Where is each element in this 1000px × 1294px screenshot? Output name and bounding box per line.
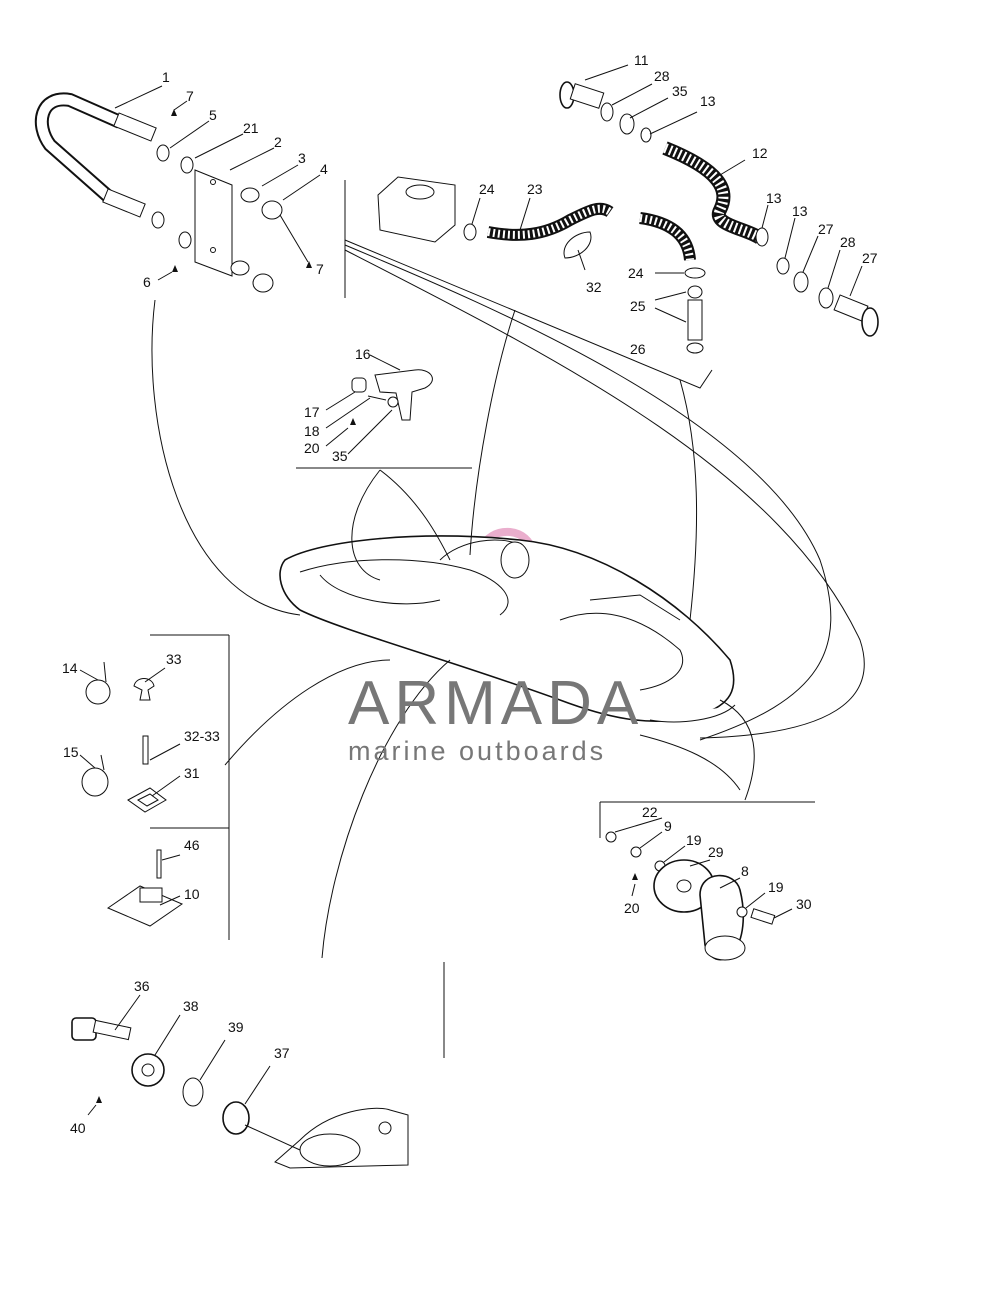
assembly-guide-lines (151, 244, 865, 959)
callout-38: 38 (183, 998, 199, 1014)
callout-10: 10 (184, 886, 200, 902)
callout-18: 18 (304, 423, 320, 439)
callout-7b: 7 (316, 261, 324, 277)
callout-17: 17 (304, 404, 320, 420)
callout-13: 13 (700, 93, 716, 109)
callout-24: 24 (479, 181, 495, 197)
callout-40: 40 (70, 1120, 86, 1136)
callout-26: 26 (630, 341, 646, 357)
callout-39: 39 (228, 1019, 244, 1035)
watermark-tagline: marine outboards (348, 736, 607, 766)
callout-1: 1 (162, 69, 170, 85)
callout-labels: 1 7 5 21 2 3 4 6 7 11 28 35 13 12 13 13 … (62, 52, 878, 1136)
callout-19: 19 (686, 832, 702, 848)
callout-28b: 28 (840, 234, 856, 250)
callout-14: 14 (62, 660, 78, 676)
callout-29: 29 (708, 844, 724, 860)
callout-22: 22 (642, 804, 658, 820)
callout-5: 5 (209, 107, 217, 123)
callout-46: 46 (184, 837, 200, 853)
callout-37: 37 (274, 1045, 290, 1061)
callout-28: 28 (654, 68, 670, 84)
callout-32-33: 32-33 (184, 728, 220, 744)
callout-23: 23 (527, 181, 543, 197)
callout-27: 27 (818, 221, 834, 237)
callout-30: 30 (796, 896, 812, 912)
callout-27b: 27 (862, 250, 878, 266)
drain-plug-assembly (599, 801, 815, 961)
hull-body (279, 535, 736, 723)
callout-35: 35 (672, 83, 688, 99)
callout-4: 4 (320, 161, 328, 177)
bolt-sprocket-assembly (71, 962, 445, 1169)
callout-19b: 19 (768, 879, 784, 895)
callout-9: 9 (664, 818, 672, 834)
callout-25: 25 (630, 298, 646, 314)
callout-36: 36 (134, 978, 150, 994)
leader-lines-top-right (471, 64, 863, 323)
callout-33: 33 (166, 651, 182, 667)
leader-lines-top-left (114, 85, 321, 281)
callout-16: 16 (355, 346, 371, 362)
callout-13b: 13 (766, 190, 782, 206)
callout-8: 8 (741, 863, 749, 879)
callout-21: 21 (243, 120, 259, 136)
callout-7: 7 (186, 88, 194, 104)
callout-24b: 24 (628, 265, 644, 281)
callout-12: 12 (752, 145, 768, 161)
callout-31: 31 (184, 765, 200, 781)
callout-3: 3 (298, 150, 306, 166)
callout-32: 32 (586, 279, 602, 295)
callout-2: 2 (274, 134, 282, 150)
callout-20: 20 (304, 440, 320, 456)
callout-20b: 20 (624, 900, 640, 916)
callout-35b: 35 (332, 448, 348, 464)
reservoir-hose-assembly (344, 176, 713, 389)
clip-parts-group (79, 634, 230, 940)
callout-6: 6 (143, 274, 151, 290)
water-hose-assembly (559, 81, 879, 337)
callout-13c: 13 (792, 203, 808, 219)
callout-15: 15 (63, 744, 79, 760)
bracket-clip-assembly (296, 354, 472, 469)
callout-11: 11 (634, 52, 649, 68)
watermark-brand: ARMADA (348, 669, 644, 738)
towing-eye-assembly (34, 92, 346, 298)
